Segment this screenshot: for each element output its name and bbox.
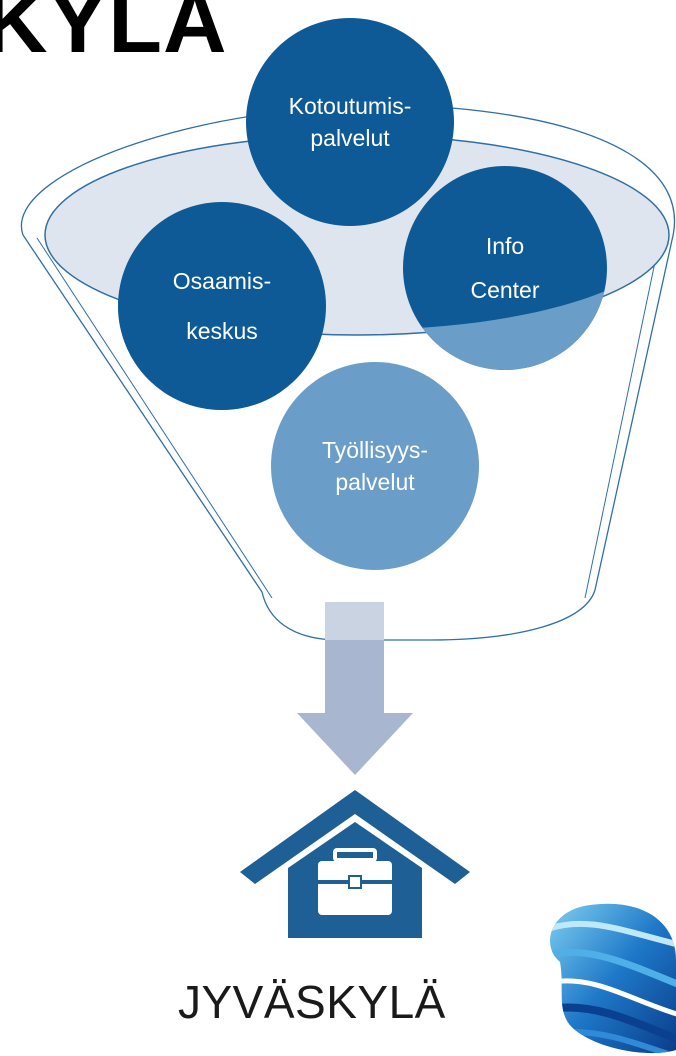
slide-title: KYLÄ bbox=[0, 0, 228, 71]
logo-wordmark: JYVÄSKYLÄ bbox=[178, 976, 446, 1028]
house-with-briefcase-icon bbox=[240, 790, 470, 938]
circle-label-osaamis-1: Osaamis- bbox=[173, 268, 271, 294]
circle-kotoutumis bbox=[246, 18, 454, 226]
funnel-inner-cone bbox=[36, 237, 661, 599]
circle-osaamis bbox=[118, 202, 326, 410]
arrow-top-fade bbox=[325, 602, 384, 640]
circle-label-tyollisyys-2: palvelut bbox=[335, 469, 415, 495]
jyvaskyla-wave-logo-icon bbox=[550, 903, 676, 1054]
circle-tyollisyys bbox=[271, 362, 479, 570]
circle-label-osaamis-2: keskus bbox=[186, 318, 258, 344]
down-arrow-icon bbox=[297, 602, 413, 775]
circle-label-info-2: Center bbox=[470, 277, 539, 303]
funnel-circles: Kotoutumis-palvelutInfoCenterOsaamis-kes… bbox=[118, 18, 607, 570]
circle-label-info-1: Info bbox=[486, 233, 524, 259]
circle-label-tyollisyys-1: Työllisyys- bbox=[322, 437, 428, 463]
circle-label-kotoutumis-2: palvelut bbox=[310, 125, 390, 151]
circle-label-kotoutumis-1: Kotoutumis- bbox=[289, 93, 412, 119]
